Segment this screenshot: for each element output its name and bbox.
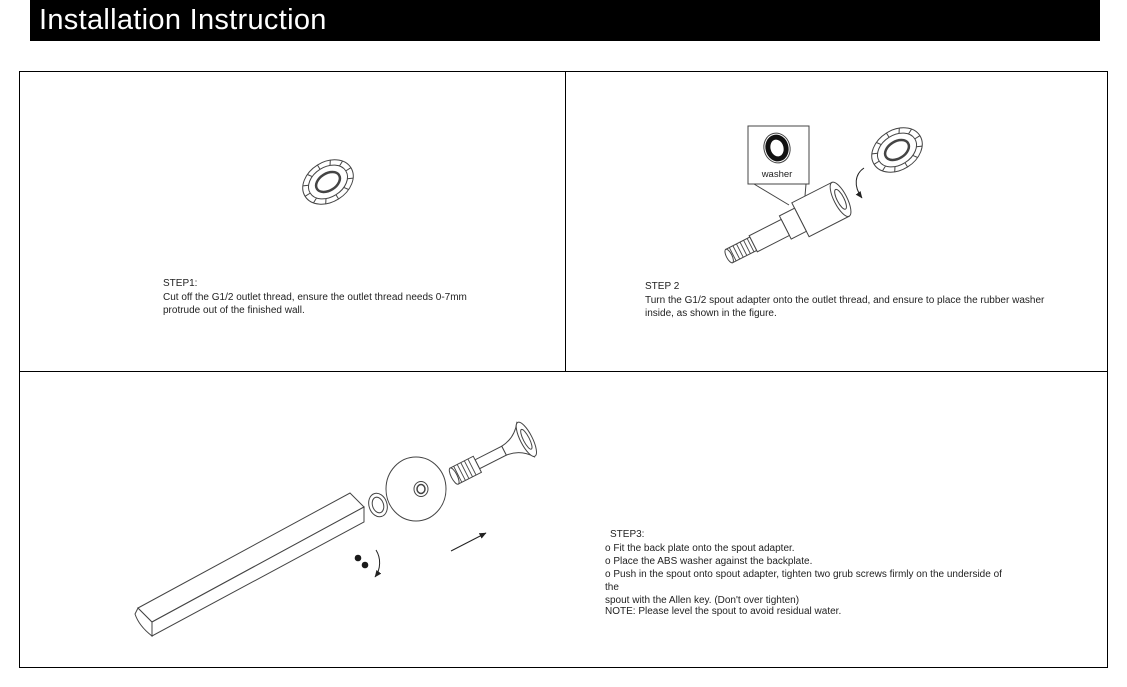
- rotation-arrow: [855, 167, 865, 199]
- step1-body: Cut off the G1/2 outlet thread, ensure t…: [163, 292, 467, 316]
- backplate-drawing: [385, 456, 447, 522]
- washer-label: washer: [761, 169, 793, 180]
- step3-text: o Fit the back plate onto the spout adap…: [605, 542, 1005, 607]
- outlet-thread-drawing: [302, 159, 354, 205]
- spout-adapter-drawing: [724, 181, 852, 264]
- adapter-and-bell-drawing: [448, 421, 537, 485]
- step3-body: o Fit the back plate onto the spout adap…: [605, 543, 1002, 606]
- step1-text: STEP1: Cut off the G1/2 outlet thread, e…: [163, 277, 493, 317]
- step3-drawing: [134, 421, 537, 638]
- step2-title: STEP 2: [645, 281, 680, 292]
- tighten-arrow: [374, 549, 382, 578]
- step3-note: NOTE: Please level the spout to avoid re…: [605, 606, 842, 617]
- title-bar: Installation Instruction: [30, 0, 1100, 41]
- step1-panel: STEP1: Cut off the G1/2 outlet thread, e…: [20, 72, 566, 372]
- step1-drawing: [302, 159, 354, 205]
- step1-title: STEP1:: [163, 278, 198, 289]
- page-title: Installation Instruction: [39, 4, 327, 36]
- instruction-grid: STEP1: Cut off the G1/2 outlet thread, e…: [19, 71, 1108, 668]
- spout-bar-drawing: [134, 492, 365, 638]
- step3-panel: STEP3: o Fit the back plate onto the spo…: [20, 372, 1107, 667]
- step2-body: Turn the G1/2 spout adapter onto the out…: [645, 295, 1045, 319]
- step2-text: STEP 2 Turn the G1/2 spout adapter onto …: [645, 280, 1075, 320]
- step2-drawing: washer: [724, 125, 923, 264]
- step3-title: STEP3:: [610, 529, 645, 540]
- step2-panel: washer: [566, 72, 1107, 372]
- outlet-thread-drawing: [871, 127, 923, 173]
- abs-washer-drawing: [368, 492, 388, 518]
- assembly-direction-arrow: [450, 532, 487, 552]
- callout-leader-left: [753, 183, 790, 206]
- washer-callout: washer: [747, 125, 810, 209]
- grub-screws: [354, 554, 369, 569]
